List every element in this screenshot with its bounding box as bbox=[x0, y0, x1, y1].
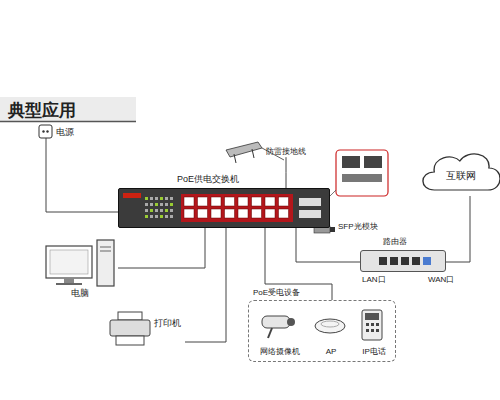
cable-line bbox=[446, 196, 470, 262]
internet-cloud: 互联网 bbox=[418, 146, 500, 196]
router-shape bbox=[361, 251, 445, 271]
printer-icon bbox=[110, 312, 150, 345]
node-label: 防雷接地线 bbox=[264, 146, 308, 157]
camera: 网络摄像机 bbox=[253, 305, 307, 359]
power-outlet: 电源 bbox=[38, 124, 74, 137]
title-band bbox=[0, 97, 136, 121]
cable-line bbox=[286, 157, 287, 188]
router: 路由器 bbox=[360, 250, 446, 272]
cable-line bbox=[118, 228, 205, 268]
node-label: 路由器 bbox=[383, 237, 467, 246]
node-label: PoE受电设备 bbox=[253, 288, 399, 297]
ground-label: 防雷接地线 bbox=[264, 146, 308, 157]
port-label: WAN口 bbox=[428, 275, 454, 284]
computer: 电脑 bbox=[42, 236, 118, 302]
poe-device-group: PoE受电设备网络摄像机APIP电话 bbox=[248, 300, 396, 362]
node-label: 互联网 bbox=[418, 146, 500, 182]
computer-icon bbox=[46, 240, 114, 286]
node-label: 网络摄像机 bbox=[253, 305, 307, 356]
node-label: 打印机 bbox=[106, 310, 185, 328]
switch-shape bbox=[119, 189, 329, 227]
diagram-title: 典型应用 bbox=[8, 99, 76, 122]
printer: 打印机 bbox=[106, 310, 185, 350]
node-label: 电脑 bbox=[42, 236, 118, 298]
cable-line bbox=[296, 228, 360, 262]
node-label: IP电话 bbox=[353, 305, 395, 356]
camera-icon bbox=[262, 316, 295, 338]
access-point: AP bbox=[311, 305, 351, 359]
ap-icon bbox=[315, 319, 345, 333]
outlet-shape bbox=[38, 124, 54, 140]
cable-line bbox=[185, 228, 226, 342]
ip-phone-icon bbox=[362, 310, 382, 340]
poe-switch: PoE供电交换机 bbox=[118, 188, 330, 228]
node-label: AP bbox=[311, 305, 351, 356]
node-label: 电源 bbox=[38, 124, 74, 137]
cable-line bbox=[46, 137, 118, 212]
title-rule bbox=[0, 121, 136, 123]
ip-phone: IP电话 bbox=[353, 305, 395, 359]
back-panel-zoom bbox=[326, 150, 388, 200]
node-label: PoE供电交换机 bbox=[177, 174, 387, 184]
port-label: LAN口 bbox=[362, 275, 386, 284]
port-label: SFP光模块 bbox=[338, 222, 378, 231]
